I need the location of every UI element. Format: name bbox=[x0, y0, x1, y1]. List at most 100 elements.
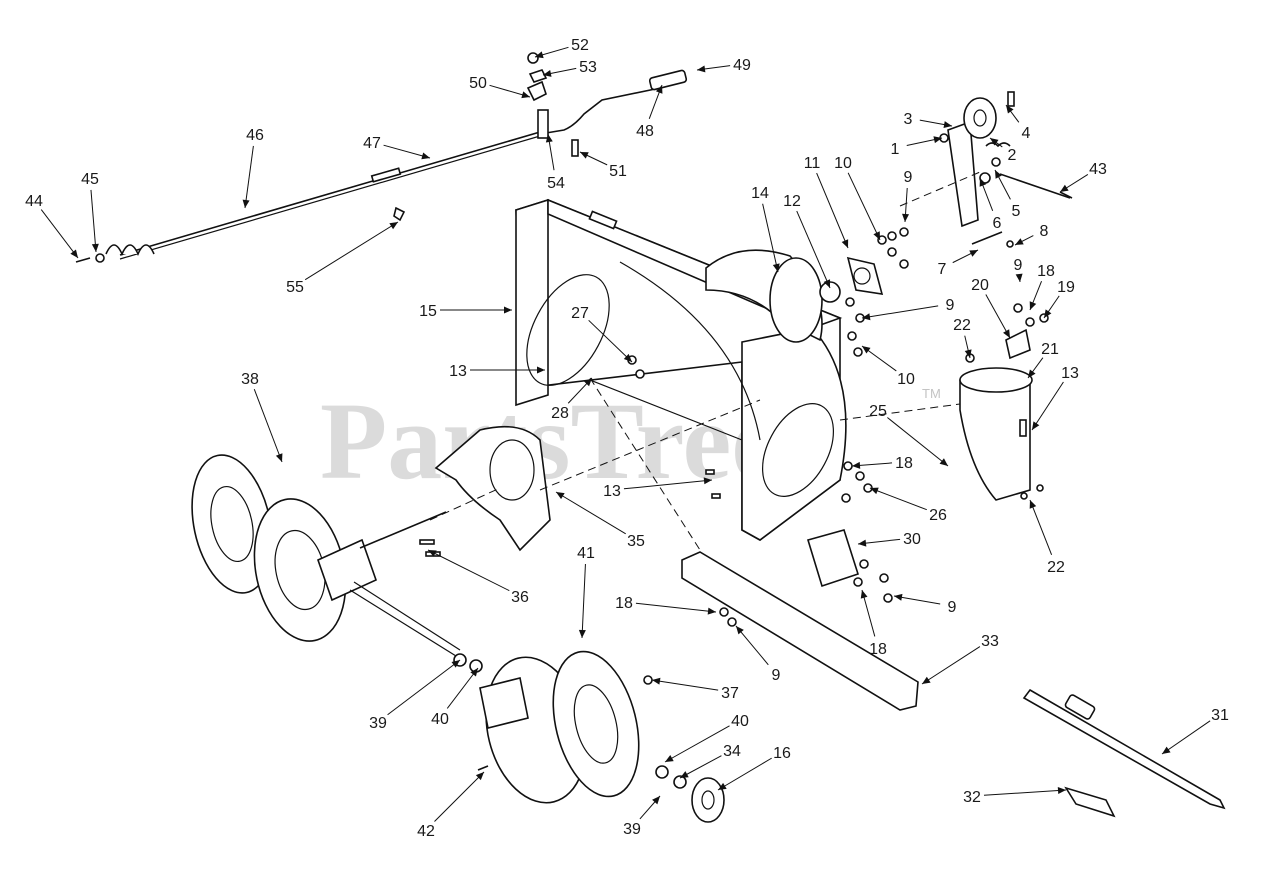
extension-spring bbox=[971, 231, 1003, 245]
idler-pulley-hub bbox=[973, 109, 987, 127]
callout-9: 9 bbox=[861, 297, 955, 321]
leader-arrowhead bbox=[623, 353, 632, 362]
leader-arrowhead bbox=[1015, 238, 1024, 245]
callout-18: 18 bbox=[1029, 263, 1055, 311]
leader-arrowhead bbox=[70, 249, 78, 258]
leader-arrowhead bbox=[1060, 184, 1069, 192]
callout-label: 8 bbox=[1040, 223, 1049, 240]
leader-arrowhead bbox=[922, 676, 931, 684]
flange-bearing-hole bbox=[701, 790, 715, 810]
rod-spring bbox=[105, 244, 155, 256]
flange-bearing bbox=[691, 777, 725, 823]
chute-washer bbox=[1025, 317, 1035, 327]
skid-shoe bbox=[806, 529, 860, 588]
leader-line bbox=[588, 319, 633, 363]
leader-line bbox=[983, 789, 1067, 796]
auger-shaft bbox=[349, 511, 461, 657]
leader-line bbox=[887, 417, 949, 467]
spring-nut bbox=[1006, 240, 1014, 248]
callout-44: 44 bbox=[25, 193, 79, 259]
leader-line bbox=[244, 145, 254, 209]
washer bbox=[843, 461, 853, 471]
callout-37: 37 bbox=[651, 677, 739, 702]
housing-right-cutout bbox=[762, 403, 834, 497]
callout-label: 7 bbox=[938, 261, 947, 278]
rod-lockwasher bbox=[528, 69, 548, 83]
callout-33: 33 bbox=[921, 633, 999, 685]
impeller-drum-face bbox=[769, 257, 823, 343]
callout-label: 22 bbox=[1047, 559, 1065, 576]
housing-left-side bbox=[515, 198, 549, 407]
leader-line bbox=[796, 210, 831, 289]
callout-label: 9 bbox=[946, 297, 955, 314]
leader-arrowhead bbox=[703, 477, 712, 485]
carriage-bolt bbox=[711, 493, 721, 499]
chute-crank-assembly bbox=[1022, 688, 1226, 818]
leader-line bbox=[651, 679, 719, 691]
rod-bend bbox=[539, 87, 661, 135]
leader-line bbox=[304, 221, 399, 281]
callout-label: 14 bbox=[751, 185, 769, 202]
leader-line bbox=[635, 602, 717, 613]
bearing-flange bbox=[846, 256, 884, 295]
callout-label: 13 bbox=[1061, 365, 1079, 382]
flat-washer-2 bbox=[673, 775, 687, 789]
callout-label: 9 bbox=[772, 667, 781, 684]
locknut bbox=[1020, 492, 1028, 500]
leader-line bbox=[623, 479, 713, 490]
callout-50: 50 bbox=[469, 75, 531, 99]
rod-pin bbox=[75, 257, 91, 263]
rod-bolt bbox=[571, 139, 579, 157]
leader-arrowhead bbox=[535, 51, 544, 59]
callout-label: 48 bbox=[636, 123, 654, 140]
leader-line bbox=[387, 659, 461, 716]
leader-line bbox=[921, 646, 981, 685]
callout-40: 40 bbox=[431, 667, 479, 728]
rod-clip bbox=[526, 80, 547, 102]
callout-38: 38 bbox=[241, 371, 283, 463]
leader-arrowhead bbox=[421, 152, 430, 160]
leader-arrowhead bbox=[470, 668, 478, 677]
callout-label: 9 bbox=[1014, 257, 1023, 274]
callout-41: 41 bbox=[577, 545, 595, 639]
callout-label: 51 bbox=[609, 163, 627, 180]
skid-nut bbox=[727, 617, 737, 627]
crank-coupler bbox=[1064, 694, 1096, 720]
leader-arrowhead bbox=[545, 134, 553, 143]
callout-15: 15 bbox=[419, 303, 512, 320]
chute-bracket bbox=[1005, 328, 1031, 360]
idler-pulley bbox=[963, 97, 997, 139]
hex-nut bbox=[841, 493, 851, 503]
callout-51: 51 bbox=[579, 151, 627, 180]
chute-base-assembly bbox=[959, 303, 1049, 501]
callout-48: 48 bbox=[636, 84, 663, 140]
callout-label: 34 bbox=[723, 743, 741, 760]
leader-arrowhead bbox=[736, 626, 744, 635]
leader-arrowhead bbox=[862, 346, 871, 354]
callout-label: 28 bbox=[551, 405, 569, 422]
hex-nut bbox=[899, 259, 909, 269]
callout-34: 34 bbox=[679, 743, 741, 779]
leader-arrowhead bbox=[652, 796, 660, 805]
leader-arrowhead bbox=[1003, 329, 1010, 338]
leader-arrowhead bbox=[990, 138, 999, 146]
pulley-bolt bbox=[1007, 91, 1015, 107]
leader-arrowhead bbox=[556, 492, 565, 500]
callout-label: 36 bbox=[511, 589, 529, 606]
callout-25: 25 bbox=[869, 403, 949, 467]
callout-label: 40 bbox=[731, 713, 749, 730]
leader-arrowhead bbox=[933, 136, 942, 144]
leader-line bbox=[861, 589, 876, 637]
leader-arrowhead bbox=[1015, 273, 1023, 282]
leader-arrowhead bbox=[902, 213, 910, 222]
leader-line bbox=[847, 172, 881, 241]
callout-label: 18 bbox=[1037, 263, 1055, 280]
callout-label: 27 bbox=[571, 305, 589, 322]
callout-label: 15 bbox=[419, 303, 437, 320]
callout-31: 31 bbox=[1161, 707, 1229, 755]
right-auger-flight-outer bbox=[552, 650, 640, 798]
callout-label: 10 bbox=[897, 371, 915, 388]
skid-washer bbox=[853, 577, 863, 587]
